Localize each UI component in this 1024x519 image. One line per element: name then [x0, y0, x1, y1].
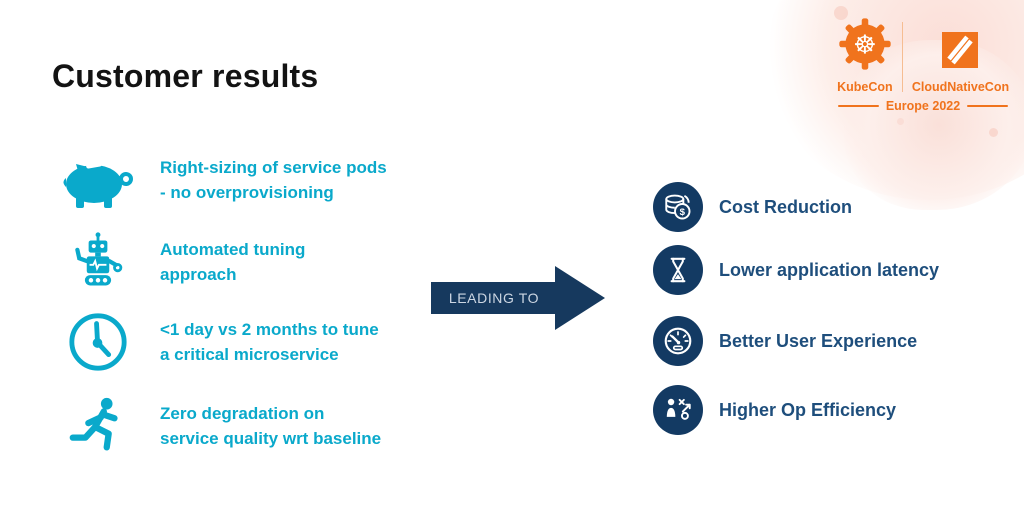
- right-item-label: Higher Op Efficiency: [719, 399, 897, 420]
- left-item-automated-tuning: Automated tuning approach: [56, 226, 448, 298]
- right-item-better-ux: Better User Experience: [653, 316, 917, 366]
- cloudnativecon-logo: CloudNativeCon: [912, 28, 1009, 94]
- right-item-label: Cost Reduction: [719, 196, 852, 217]
- left-item-time-to-tune: <1 day vs 2 months to tune a critical mi…: [56, 306, 448, 378]
- event-edition-label: Europe 2022: [885, 99, 961, 113]
- clock-icon: [56, 311, 140, 373]
- runner-icon: [56, 395, 140, 457]
- right-item-label: Better User Experience: [719, 330, 918, 351]
- leading-to-label: LEADING TO: [448, 290, 540, 306]
- cloudnativecon-label: CloudNativeCon: [911, 80, 1010, 94]
- left-item-line1: Automated tuning: [160, 239, 306, 259]
- left-item-zero-degradation: Zero degradation on service quality wrt …: [56, 388, 448, 464]
- kubecon-logo: ☸ KubeCon: [837, 16, 893, 94]
- left-item-line2: a critical microservice: [160, 345, 339, 364]
- event-logo-block: ☸ KubeCon CloudNativeCon Europe 20: [834, 16, 1012, 113]
- piggy-bank-icon: [56, 148, 140, 212]
- leading-to-arrow: LEADING TO: [431, 264, 607, 332]
- left-item-line2: service quality wrt baseline: [160, 429, 382, 448]
- right-item-cost-reduction: $ Cost Reduction: [653, 182, 852, 232]
- left-item-line1: Right-sizing of service pods: [160, 157, 387, 177]
- hourglass-icon: [653, 245, 703, 295]
- right-item-label: Lower application latency: [719, 259, 940, 280]
- logo-divider: [901, 22, 903, 92]
- watercolor-dot: [897, 118, 904, 125]
- left-item-line2: - no overprovisioning: [160, 183, 334, 202]
- gauge-icon: [653, 316, 703, 366]
- svg-text:☸: ☸: [853, 29, 876, 59]
- event-edition: Europe 2022: [834, 99, 1012, 113]
- tactics-icon: [653, 385, 703, 435]
- rule-left: [838, 105, 879, 107]
- cost-coins-icon: $: [653, 182, 703, 232]
- kubecon-label: KubeCon: [837, 80, 893, 94]
- left-item-line2: approach: [160, 265, 237, 284]
- cloudnativecon-square-icon: [938, 28, 982, 77]
- robot-icon: [56, 230, 140, 294]
- left-item-line1: Zero degradation on: [160, 403, 325, 423]
- right-item-lower-latency: Lower application latency: [653, 245, 939, 295]
- rule-right: [967, 105, 1008, 107]
- left-item-line1: <1 day vs 2 months to tune: [160, 319, 379, 339]
- svg-text:$: $: [680, 207, 686, 218]
- kubecon-wheel-icon: ☸: [837, 16, 893, 77]
- page-title: Customer results: [52, 58, 319, 95]
- right-item-op-efficiency: Higher Op Efficiency: [653, 385, 896, 435]
- left-item-right-sizing: Right-sizing of service pods - no overpr…: [56, 142, 448, 218]
- watercolor-dot: [989, 128, 998, 137]
